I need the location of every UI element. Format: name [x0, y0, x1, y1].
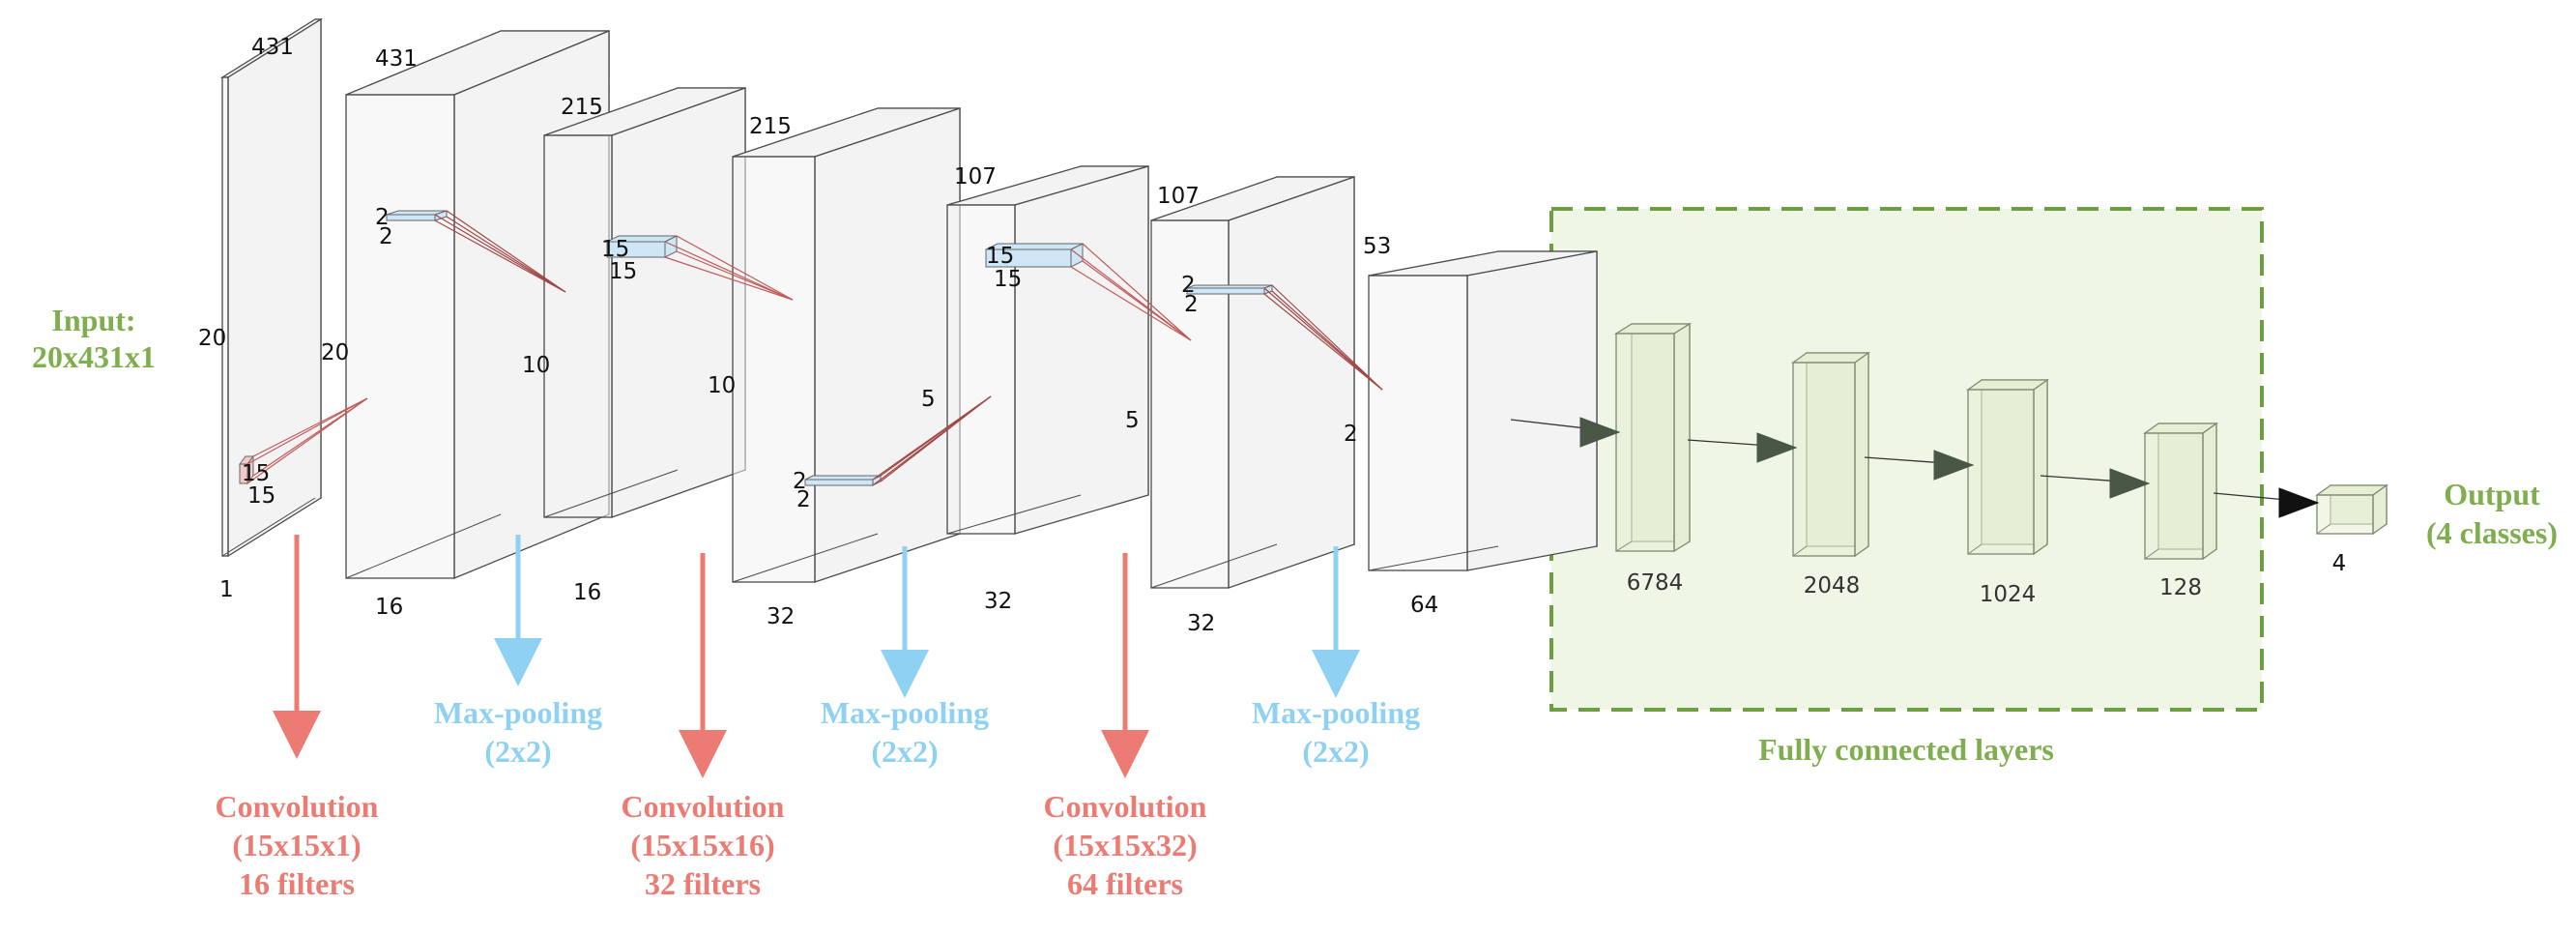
layer3-volume [543, 87, 746, 518]
conv1-line1: Convolution [216, 789, 379, 824]
layer6-side-label: 5 [1125, 408, 1140, 433]
fc1-box [1613, 322, 1693, 553]
conv1-line2: (15x15x1) [232, 828, 361, 862]
kernel2-label-a: 2 [375, 205, 390, 230]
fc3-box [1965, 378, 2050, 556]
kernel4-label-b: 2 [796, 487, 811, 512]
kernel4 [804, 395, 992, 486]
fc2-box [1790, 351, 1871, 558]
output-box [2314, 483, 2389, 536]
layer4-side-label: 10 [708, 373, 736, 398]
kernel2 [386, 210, 566, 293]
kernel5-label-b: 15 [994, 267, 1022, 292]
kernel6-label-b: 2 [1184, 292, 1199, 317]
pool1-line2: (2x2) [484, 734, 551, 769]
layer7-bottom-label: 64 [1410, 593, 1438, 618]
kernel6-label-a: 2 [1181, 273, 1196, 298]
pool3-line2: (2x2) [1302, 734, 1369, 769]
conv2-line3: 32 filters [645, 866, 761, 901]
pool3-line1: Max-pooling [1252, 695, 1420, 730]
input-label-line1: Input: [51, 303, 135, 337]
fc1-size-label: 6784 [1627, 570, 1684, 596]
fc4-size-label: 128 [2159, 575, 2202, 600]
connector-fc3-fc4 [2040, 468, 2151, 499]
kernel5-label-a: 15 [986, 244, 1014, 269]
pool2-line1: Max-pooling [821, 695, 989, 730]
layer1-volume [219, 17, 324, 558]
layer7-side-label: 2 [1344, 422, 1358, 447]
connector-fc4-output [2213, 487, 2320, 518]
conv2-line1: Convolution [622, 789, 785, 824]
fc2-size-label: 2048 [1804, 573, 1861, 598]
kernel1 [239, 397, 368, 485]
layer5-top-label: 107 [954, 164, 997, 190]
layer7-top-label: 53 [1363, 234, 1391, 259]
conv3-line3: 64 filters [1067, 866, 1183, 901]
layer3-side-label: 10 [522, 353, 550, 378]
layer4-bottom-label: 32 [767, 604, 795, 629]
conv2-line2: (15x15x16) [630, 828, 774, 862]
layer1-top-label: 431 [251, 35, 294, 60]
layer2-side-label: 20 [321, 340, 349, 365]
layer5-side-label: 5 [921, 387, 936, 412]
layer5-volume [946, 165, 1149, 535]
layer1-bottom-label: 1 [219, 577, 234, 602]
layer4-volume [732, 107, 961, 583]
kernel3-label-b: 15 [609, 259, 637, 284]
kernel5 [985, 243, 1192, 341]
pool1-line1: Max-pooling [434, 695, 602, 730]
conv3-line1: Convolution [1044, 789, 1207, 824]
layer2-top-label: 431 [375, 46, 418, 72]
pool2-line2: (2x2) [871, 734, 938, 769]
kernel3 [606, 235, 794, 301]
connector-fc1-fc2 [1687, 432, 1798, 463]
kernel1-label-a: 15 [242, 461, 270, 486]
output-label-line1: Output [2444, 477, 2540, 511]
layer1-side-label: 20 [198, 326, 226, 351]
kernel3-label-a: 15 [601, 237, 629, 262]
fc4-box [2142, 422, 2219, 561]
layer6-volume [1150, 176, 1355, 589]
layer6-bottom-label: 32 [1187, 611, 1215, 636]
kernel4-label-a: 2 [793, 469, 807, 494]
conv1-line3: 16 filters [239, 866, 355, 901]
fc-caption: Fully connected layers [1758, 732, 2054, 767]
layer2-bottom-label: 16 [375, 595, 403, 620]
kernel1-label-b: 15 [247, 483, 275, 509]
connector-flatten [1510, 417, 1621, 448]
kernel6 [1186, 284, 1383, 391]
layer6-top-label: 107 [1157, 184, 1200, 209]
kernel2-label-b: 2 [379, 224, 393, 249]
output-size-label: 4 [2332, 551, 2347, 576]
fc3-size-label: 1024 [1980, 582, 2037, 607]
output-label-line2: (4 classes) [2426, 515, 2558, 550]
conv3-line2: (15x15x32) [1053, 828, 1197, 862]
input-label-line2: 20x431x1 [32, 339, 156, 374]
connector-fc2-fc3 [1864, 450, 1975, 481]
layer3-top-label: 215 [561, 95, 603, 120]
layer4-top-label: 215 [749, 114, 792, 139]
layer3-bottom-label: 16 [573, 580, 601, 605]
layer5-bottom-label: 32 [984, 589, 1012, 614]
layer7-volume [1368, 250, 1598, 571]
